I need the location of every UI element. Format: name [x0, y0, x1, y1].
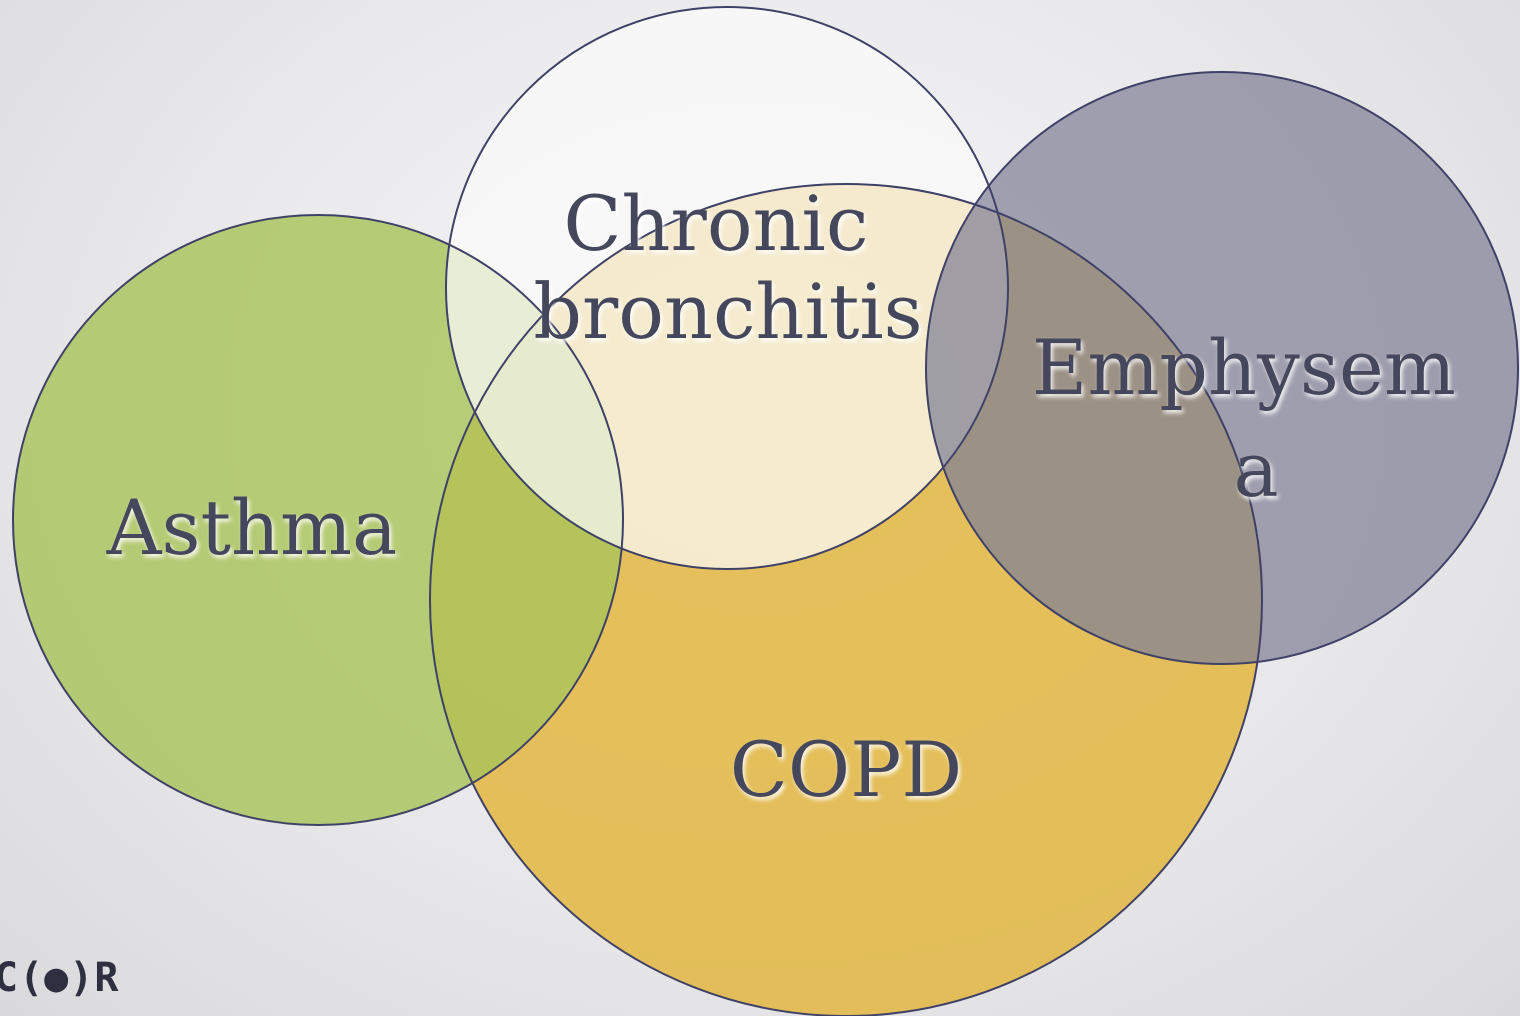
- chronic-bronchitis-label-line-1: Chronic: [563, 179, 868, 268]
- asthma-outline: [12, 214, 624, 826]
- copd-outline: [429, 183, 1263, 1016]
- asthma-label: Asthma: [106, 483, 398, 572]
- chronic-bronchitis-label: Chronic bronchitis: [533, 179, 922, 356]
- asthma-label-line: Asthma: [106, 483, 398, 572]
- logo-text: C(●)R: [0, 955, 120, 1001]
- copd-label: COPD: [730, 725, 963, 814]
- emphysema-outline: [925, 71, 1519, 665]
- emphysema-label: Emphysem a: [1032, 323, 1480, 514]
- copd-label-line: COPD: [730, 725, 963, 814]
- emphysema-label-line-2: a: [1233, 425, 1278, 514]
- chronic-bronchitis-label-line-2: bronchitis: [533, 267, 922, 356]
- emphysema-label-line-1: Emphysem: [1032, 323, 1456, 412]
- circle-outlines: [12, 6, 1519, 1016]
- chronic-bronchitis-circle: [446, 7, 1008, 569]
- chronic-bronchitis-outline: [445, 6, 1009, 570]
- corner-logo: C(●)R: [0, 958, 119, 998]
- emphysema-circle: [926, 72, 1518, 664]
